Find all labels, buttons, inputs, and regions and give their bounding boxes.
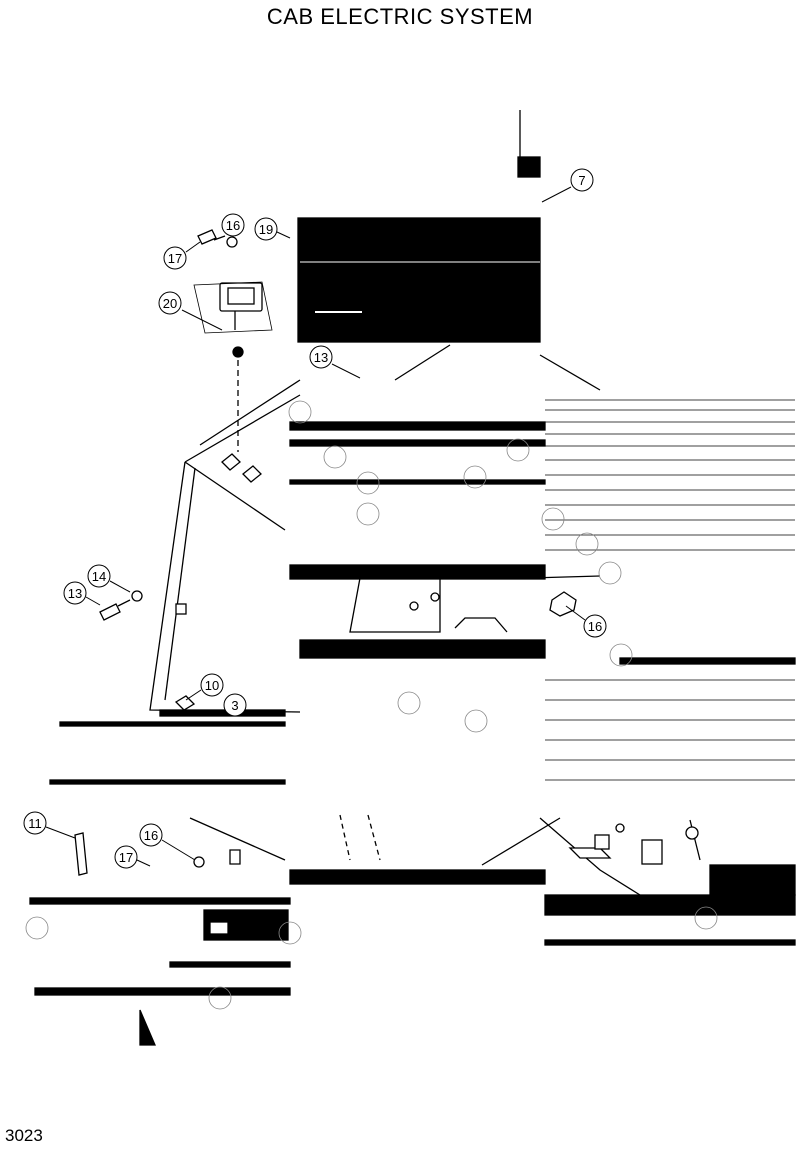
svg-text:13: 13 xyxy=(314,350,328,365)
callout-20: 20 xyxy=(158,291,223,331)
svg-text:17: 17 xyxy=(168,251,182,266)
svg-text:7: 7 xyxy=(578,173,585,188)
callout-7: 7 xyxy=(541,168,594,203)
cab-frame-left-post xyxy=(149,461,301,713)
callout-11: 11 xyxy=(23,811,76,839)
svg-text:16: 16 xyxy=(588,619,602,634)
svg-text:20: 20 xyxy=(163,296,177,311)
upper-console-panel xyxy=(297,217,541,343)
svg-text:16: 16 xyxy=(144,828,158,843)
callout-19: 19 xyxy=(254,217,291,241)
svg-text:10: 10 xyxy=(205,678,219,693)
svg-text:11: 11 xyxy=(28,816,42,831)
svg-text:14: 14 xyxy=(92,569,106,584)
svg-text:13: 13 xyxy=(68,586,82,601)
page-title: CAB ELECTRIC SYSTEM xyxy=(266,4,534,29)
svg-text:19: 19 xyxy=(259,222,273,237)
callout-17-bottom: 17 xyxy=(114,845,151,869)
antenna-base xyxy=(517,156,541,178)
callout-10: 10 xyxy=(185,673,224,701)
callout-13-upper: 13 xyxy=(309,345,361,379)
reference-circles xyxy=(25,400,718,1010)
callout-14: 14 xyxy=(87,564,131,593)
callout-16-bottom: 16 xyxy=(139,823,196,861)
callout-16-top: 16 xyxy=(221,213,245,237)
page-number: 3023 xyxy=(5,1126,43,1145)
callout-16-right: 16 xyxy=(565,605,607,638)
callout-17-top: 17 xyxy=(163,241,201,270)
work-lamp xyxy=(219,282,263,312)
callout-13-left: 13 xyxy=(63,581,101,606)
svg-text:3: 3 xyxy=(231,698,238,713)
svg-text:17: 17 xyxy=(119,850,133,865)
callout-3: 3 xyxy=(223,693,247,717)
svg-text:16: 16 xyxy=(226,218,240,233)
